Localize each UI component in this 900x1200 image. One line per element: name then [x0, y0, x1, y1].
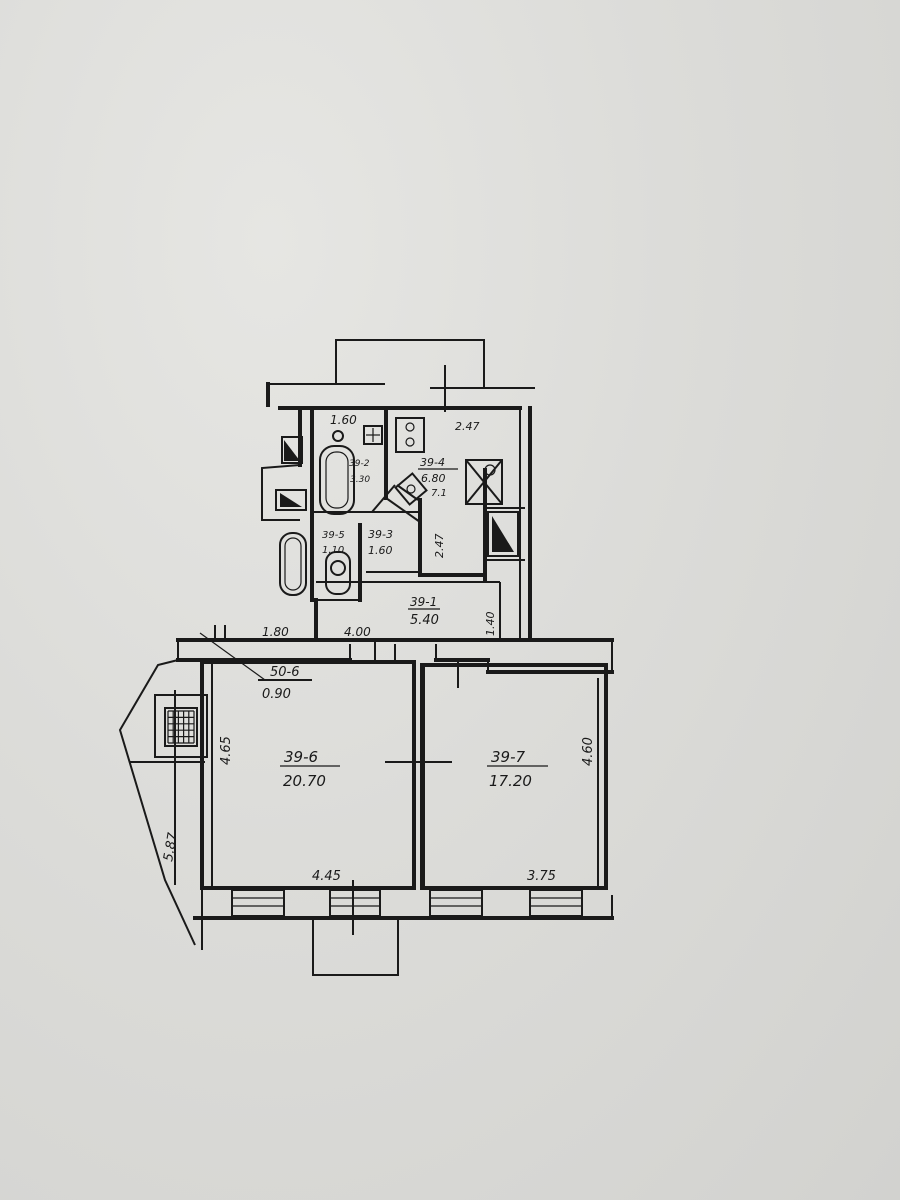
- vent-shaft-3: [487, 511, 519, 557]
- dim-kitchen-top: 2.47: [455, 420, 480, 433]
- room-label-39-4-area: 6.80: [421, 472, 446, 485]
- dim-room7-height: 4.60: [581, 737, 596, 766]
- dim-kitchen-extra: 7.1: [431, 488, 447, 499]
- toilet: [325, 551, 351, 595]
- dim-room6-height: 4.65: [219, 736, 234, 765]
- room-label-39-3-id: 39-3: [368, 528, 393, 541]
- room-label-39-2-area: 3.30: [350, 475, 370, 485]
- plan-labels: 39-1 5.40 39-2 3.30 39-3 1.60 39-4 6.80 …: [161, 413, 596, 884]
- room-label-39-7-id: 39-7: [491, 748, 525, 766]
- stove-grid: [167, 710, 195, 744]
- fixtures: [167, 417, 519, 744]
- dim-bath-width: 1.60: [330, 413, 357, 427]
- dim-room6-width: 4.45: [312, 869, 341, 884]
- dim-kitchen-side: 2.47: [433, 534, 446, 559]
- washbasin: [363, 425, 383, 445]
- room-label-39-1-id: 39-1: [410, 595, 437, 609]
- vent-shaft-1: [281, 436, 303, 464]
- room-label-39-2-id: 39-2: [349, 459, 370, 469]
- kitchen-stove: [395, 417, 425, 453]
- dim-hall-right: 1.40: [484, 612, 497, 637]
- room-label-39-6-area: 20.70: [283, 772, 326, 790]
- vent-shaft-2: [275, 489, 307, 511]
- plan-walls: [118, 339, 614, 976]
- room-label-39-5-area: 1.10: [322, 545, 344, 556]
- dim-corridor-mid: 4.00: [344, 625, 371, 639]
- kitchen-sink: [394, 472, 428, 506]
- room-label-39-5-id: 39-5: [322, 530, 345, 541]
- bathtub: [319, 430, 355, 515]
- dim-corridor-left: 1.80: [262, 625, 289, 639]
- room-label-39-6-id: 39-6: [284, 748, 318, 766]
- room-label-39-3-area: 1.60: [368, 544, 393, 557]
- bathtub-2: [279, 532, 307, 596]
- room-label-50-6-id: 50-6: [270, 665, 300, 680]
- room-label-39-1-area: 5.40: [410, 613, 439, 628]
- room-label-50-6-area: 0.90: [262, 687, 291, 702]
- boiler: [465, 459, 503, 505]
- dim-room7-width: 3.75: [527, 869, 556, 884]
- room-label-39-4-id: 39-4: [420, 456, 445, 469]
- room-label-39-7-area: 17.20: [489, 772, 532, 790]
- dim-outer-wall: 5.87: [161, 831, 181, 863]
